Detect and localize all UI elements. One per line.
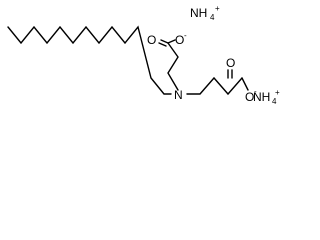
nitrogen-atom-label: N	[174, 88, 183, 102]
lower-carboxylate-charge: -	[254, 87, 257, 96]
ammonium-ion-2-subscript: 4	[272, 97, 277, 106]
upper-carboxylate-oxygen-label: O	[175, 33, 184, 47]
dodecyl-chain	[7, 25, 172, 95]
lower-carboxylate-single-bond	[241, 77, 249, 91]
lower-carboxylate-oxygen-label: O	[245, 90, 254, 104]
ammonium-ion-1-label: NH	[190, 6, 207, 20]
lower-propanoate-chain	[186, 76, 243, 96]
ammonium-ion-1-subscript: 4	[210, 13, 215, 22]
upper-carbonyl-oxygen-label: O	[147, 33, 156, 47]
lower-carbonyl-oxygen-label: O	[226, 56, 235, 70]
ammonium-ion-2-charge: +	[275, 88, 280, 97]
upper-carboxylate-single-bond	[167, 39, 176, 44]
upper-propanoate-chain	[167, 42, 179, 91]
upper-carboxylate-charge: -	[184, 31, 187, 40]
ammonium-ion-2-label: NH	[253, 90, 270, 104]
upper-carbonyl-double-bond-a	[160, 39, 169, 44]
upper-carbonyl-double-bond-b	[158, 42, 167, 47]
chemical-structure-diagram: N O O - O O - NH 4 + NH 4 +	[7, 4, 280, 106]
ammonium-ion-1-charge: +	[215, 4, 220, 13]
